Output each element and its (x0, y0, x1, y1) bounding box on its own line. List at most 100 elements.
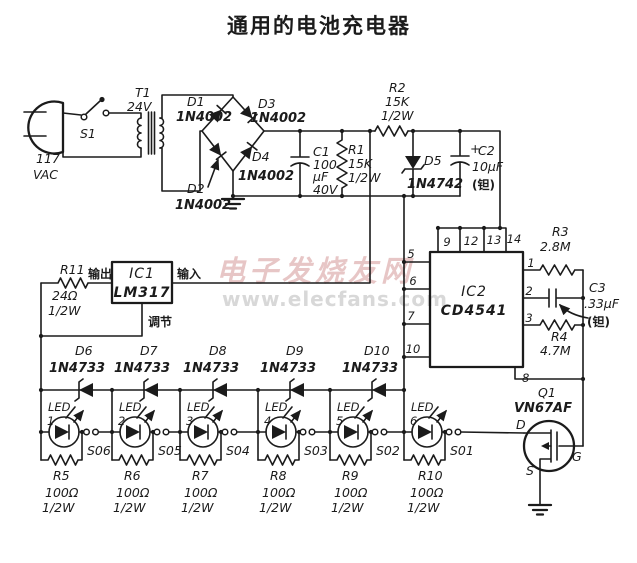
r1-ref-label: R1 (348, 142, 365, 157)
led-stage-branches (40, 428, 525, 436)
c3-note-label: (钽) (587, 314, 610, 329)
capacitor-c1 (290, 130, 310, 197)
ic2-box (428, 250, 525, 369)
wire-12v-rail (407, 130, 501, 229)
ic2-pin13-label: 13 (487, 233, 502, 247)
r9-pwr-label: 1/2W (331, 500, 364, 515)
led-4-num: 4 (264, 414, 271, 428)
led-5-icon (337, 407, 372, 448)
ic2-pin1-label: 1 (527, 256, 534, 270)
led-5-label: LED (337, 400, 360, 414)
r10-ref-label: R10 (418, 468, 443, 483)
r8-ref-label: R8 (270, 468, 287, 483)
d7-val-label: 1N4733 (114, 361, 170, 376)
q1-part-label: VN67AF (514, 401, 572, 416)
led-6-icon (411, 407, 446, 448)
led-1-num: 1 (47, 414, 54, 428)
c2-plus-label: + (470, 141, 480, 156)
r6-ref-label: R6 (124, 468, 141, 483)
r10-pwr-label: 1/2W (407, 500, 440, 515)
d6-ref-label: D6 (75, 343, 93, 358)
ic1-ref-label: IC1 (129, 266, 155, 282)
capacitor-c2 (450, 130, 470, 197)
r10-val-label: 100Ω (410, 485, 444, 500)
mosfet-q1 (522, 419, 584, 506)
diode-d1 (209, 104, 227, 123)
ground-symbol-bridge (220, 197, 246, 210)
r1-val-label: 15K (348, 156, 374, 171)
d10-val-label: 1N4733 (342, 361, 398, 376)
ic1-pin-adj-label: 调节 (148, 314, 172, 329)
resistor-r3 (522, 264, 584, 276)
switch-ref-label: S1 (80, 126, 96, 141)
led-5-num: 5 (336, 414, 343, 428)
r7-val-label: 100Ω (184, 485, 218, 500)
led-2-label: LED (119, 400, 142, 414)
d1-ref-label: D1 (187, 94, 205, 109)
c2-val-label: 10µF (472, 159, 504, 174)
d3-val-label: 1N4002 (250, 111, 306, 126)
ic1-pin-out-label: 输出 (88, 266, 112, 281)
r7-ref-label: R7 (192, 468, 209, 483)
ic2-part-label: CD4541 (441, 303, 508, 319)
zener-d5 (401, 130, 425, 197)
r9-ref-label: R9 (342, 468, 359, 483)
r4-val-label: 4.7M (540, 343, 571, 358)
c1-ref-label: C1 (313, 144, 330, 159)
led-4-label: LED (265, 400, 288, 414)
d6-val-label: 1N4733 (49, 361, 105, 376)
wire-lm317-input (171, 130, 371, 284)
d2-leader-arrow (207, 158, 220, 188)
led-4-icon (265, 407, 300, 448)
transformer-ref-label: T1 (135, 85, 151, 100)
r8-pwr-label: 1/2W (259, 500, 292, 515)
ic2-pin6-label: 6 (409, 274, 416, 288)
junction-dots (38, 128, 586, 435)
diode-d4 (240, 141, 258, 160)
ic2-pin5-label: 5 (407, 247, 414, 261)
led-2-icon (119, 407, 154, 448)
q1-pin-d-label: D (516, 417, 526, 432)
d8-val-label: 1N4733 (183, 361, 239, 376)
r4-ref-label: R4 (551, 329, 568, 344)
r5-pwr-label: 1/2W (42, 500, 75, 515)
resistor-r2 (374, 125, 409, 137)
c3-ref-label: C3 (589, 280, 606, 295)
d5-ref-label: D5 (424, 153, 442, 168)
ac-voltage-unit-label: VAC (33, 167, 58, 182)
jack-s03-label: S03 (304, 443, 328, 458)
ic2-pin14-label: 14 (507, 232, 522, 246)
diode-d3 (240, 105, 258, 124)
watermark-site-url: www.elecfans.com (222, 287, 448, 311)
ic2-ref-label: IC2 (461, 284, 487, 300)
ground-symbol-q1 (527, 503, 553, 516)
led-1-icon (48, 407, 83, 448)
led-3-label: LED (187, 400, 210, 414)
c1-volt-label: 40V (313, 182, 339, 197)
q1-ref-label: Q1 (538, 385, 556, 400)
d10-ref-label: D10 (364, 343, 390, 358)
wire-secondary-bottom (159, 130, 203, 192)
r3-ref-label: R3 (552, 224, 569, 239)
r5-val-label: 100Ω (45, 485, 79, 500)
r6-pwr-label: 1/2W (113, 500, 146, 515)
d8-ref-label: D8 (209, 343, 227, 358)
d9-val-label: 1N4733 (260, 361, 316, 376)
r2-pwr-label: 1/2W (381, 108, 414, 123)
ic2-pin8-label: 8 (522, 371, 529, 385)
c2-ref-label: C2 (478, 143, 495, 158)
ic2-pin12-label: 12 (464, 234, 479, 248)
diode-d2 (209, 142, 227, 161)
d4-val-label: 1N4002 (238, 169, 294, 184)
ic2-pin10-label: 10 (406, 342, 421, 356)
c1-val-label: 100 (313, 157, 337, 172)
d3-ref-label: D3 (258, 96, 276, 111)
page-title: 通用的电池充电器 (227, 14, 411, 38)
d4-ref-label: D4 (252, 149, 270, 164)
transformer-t1 (136, 111, 165, 155)
r1-pwr-label: 1/2W (348, 170, 381, 185)
q1-pin-g-label: G (572, 449, 582, 464)
r9-val-label: 100Ω (334, 485, 368, 500)
wire-ic2-top-bus (437, 227, 507, 253)
